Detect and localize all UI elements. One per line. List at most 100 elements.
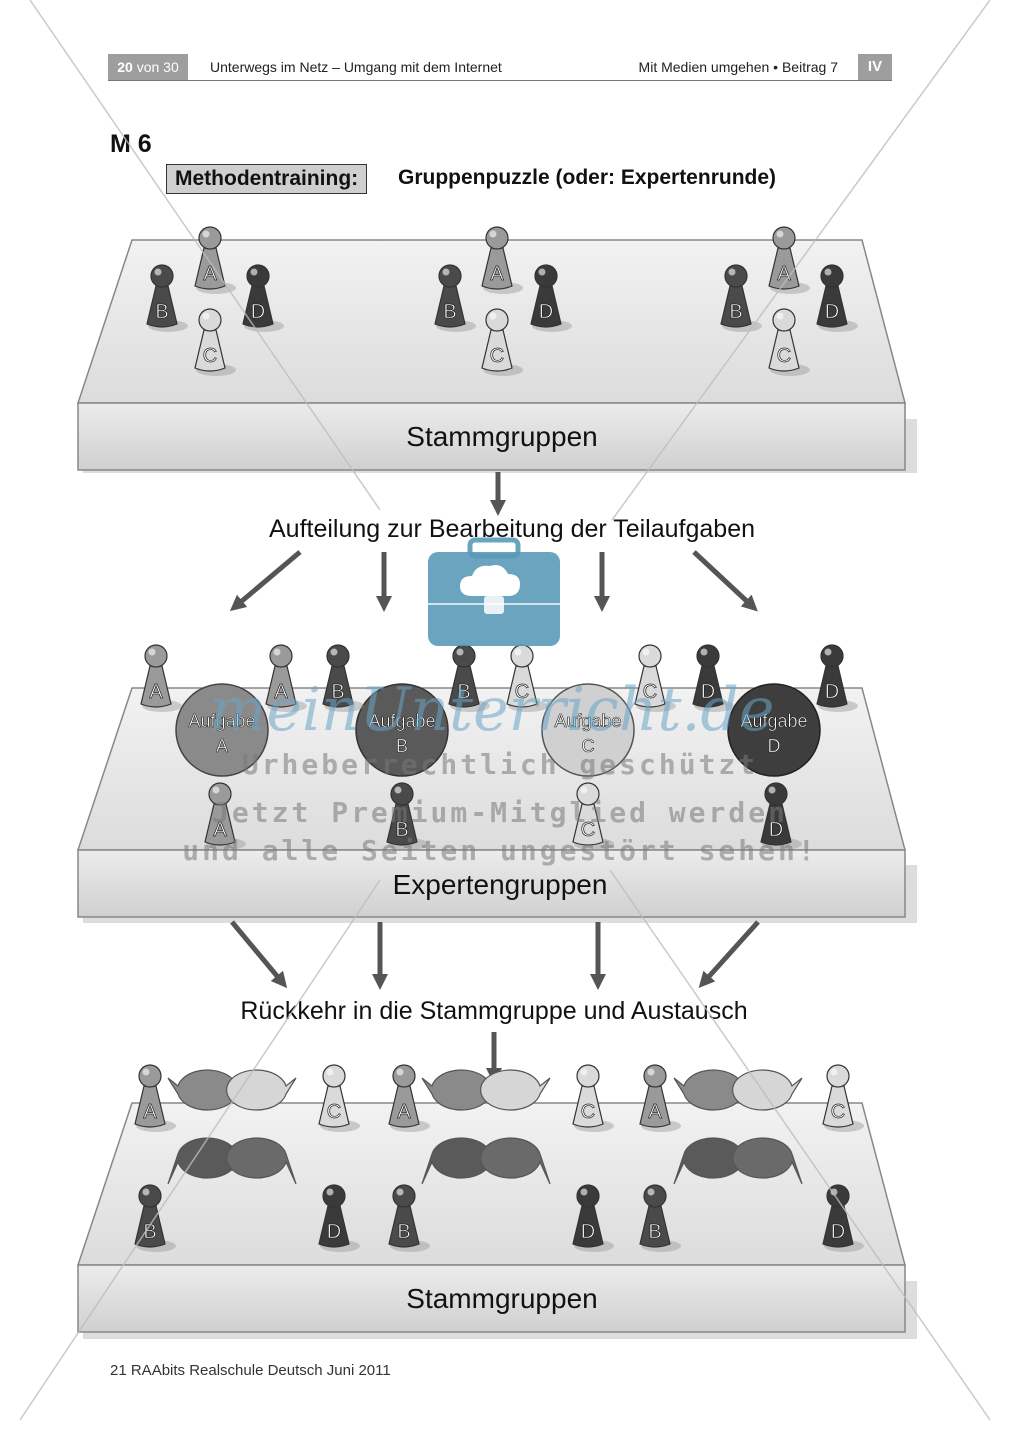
page-footer: 21 RAAbits Realschule Deutsch Juni 2011	[110, 1362, 391, 1379]
pawn-a: A	[204, 782, 246, 850]
pawn-letter: C	[581, 1101, 595, 1123]
pawn-letter: B	[395, 819, 408, 841]
header-series: Mit Medien umgehen • Beitrag 7	[638, 59, 838, 75]
task-d-letter: D	[768, 736, 781, 756]
pawn-a: A	[265, 644, 307, 712]
arrow-return-a	[230, 920, 288, 989]
pawn-letter: D	[769, 819, 783, 841]
step-return-text: Rückkehr in die Stammgruppe und Austausc…	[240, 997, 747, 1025]
bubbles-group-1	[167, 1069, 297, 1185]
task-b-word: Aufgabe	[368, 711, 435, 731]
page-number-box: 20 von 30	[108, 54, 188, 80]
task-a-word: Aufgabe	[188, 711, 255, 731]
task-b-letter: B	[396, 736, 408, 756]
pawn-b: B	[146, 264, 188, 332]
arrows	[229, 472, 760, 1085]
method-title: Gruppenpuzzle (oder: Expertenrunde)	[398, 166, 777, 189]
pawn-b: B	[720, 264, 762, 332]
pawn-d: D	[816, 644, 858, 712]
pawn-letter: D	[825, 301, 839, 323]
pawn-letter: A	[397, 1101, 411, 1123]
pawn-c: C	[481, 308, 523, 376]
pawn-b: B	[434, 264, 476, 332]
pawn-b: B	[386, 782, 428, 850]
pawns: A B D C A B D C A B D C A A B B C C D D A B C D A C A C A C B D B D B D	[134, 226, 864, 1252]
pawn-b: B	[448, 644, 490, 712]
page-header: 20 von 30 Unterwegs im Netz – Umgang mit…	[108, 54, 892, 81]
pawn-letter: B	[155, 301, 168, 323]
pawn-c: C	[572, 1064, 614, 1132]
pawn-letter: A	[490, 263, 504, 285]
task-c-word: Aufgabe	[554, 711, 621, 731]
task-c-letter: C	[582, 736, 595, 756]
pawn-letter: B	[143, 1221, 156, 1243]
bubbles-group-2	[421, 1069, 551, 1185]
pawn-letter: C	[581, 819, 595, 841]
platform-middle-label: Expertengruppen	[393, 869, 608, 900]
pawn-c: C	[318, 1064, 360, 1132]
pawn-letter: B	[443, 301, 456, 323]
pawn-letter: C	[831, 1101, 845, 1123]
pawn-letter: A	[149, 681, 163, 703]
pawn-a: A	[140, 644, 182, 712]
pawn-letter: B	[331, 681, 344, 703]
pawn-letter: A	[203, 263, 217, 285]
pawn-d: D	[572, 1184, 614, 1252]
pawn-letter: A	[213, 819, 227, 841]
task-circles: Aufgabe A Aufgabe B Aufgabe C Aufgabe D	[175, 683, 821, 777]
pawn-letter: D	[251, 301, 265, 323]
pawn-a: A	[481, 226, 523, 294]
bubbles-group-3	[673, 1069, 803, 1185]
task-d-word: Aufgabe	[740, 711, 807, 731]
pawn-letter: C	[643, 681, 657, 703]
pawn-c: C	[506, 644, 548, 712]
pawn-letter: C	[203, 345, 217, 367]
platform-bottom-label: Stammgruppen	[406, 1283, 597, 1314]
arrow-return-d	[698, 920, 760, 988]
pawn-a: A	[388, 1064, 430, 1132]
pawn-a: A	[194, 226, 236, 294]
pawn-d: D	[530, 264, 572, 332]
pawn-letter: A	[648, 1101, 662, 1123]
pawn-d: D	[760, 782, 802, 850]
pawn-letter: D	[581, 1221, 595, 1243]
watermark-site: meinUnterricht.de	[210, 675, 775, 745]
platform-top-label: Stammgruppen	[406, 421, 597, 452]
pawn-letter: C	[515, 681, 529, 703]
pawn-d: D	[318, 1184, 360, 1252]
arrow-split-a	[229, 550, 302, 612]
pawn-d: D	[822, 1184, 864, 1252]
pawn-letter: D	[327, 1221, 341, 1243]
task-d: Aufgabe D	[727, 683, 821, 777]
briefcase-cloud-icon	[428, 537, 560, 646]
pawn-d: D	[816, 264, 858, 332]
pawn-letter: D	[825, 681, 839, 703]
platform-expertengruppen: Expertengruppen	[76, 687, 917, 923]
pawn-c: C	[634, 644, 676, 712]
arrow-split-d	[692, 550, 758, 612]
pawn-b: B	[388, 1184, 430, 1252]
task-a-letter: A	[216, 736, 228, 756]
pawn-a: A	[639, 1064, 681, 1132]
watermark-diagonals	[19, 0, 991, 1421]
pawn-c: C	[822, 1064, 864, 1132]
pawn-a: A	[134, 1064, 176, 1132]
pawn-letter: D	[539, 301, 553, 323]
pawn-letter: C	[490, 345, 504, 367]
pawn-letter: B	[729, 301, 742, 323]
level-badge: IV	[858, 54, 892, 80]
method-label-box: Methodentraining:	[166, 164, 368, 194]
pawn-letter: B	[397, 1221, 410, 1243]
pawn-letter: B	[457, 681, 470, 703]
pawn-d: D	[692, 644, 734, 712]
pawn-letter: A	[777, 263, 791, 285]
page-total: von 30	[136, 59, 179, 75]
speech-bubbles	[167, 1069, 803, 1185]
pawn-d: D	[242, 264, 284, 332]
pawn-letter: D	[701, 681, 715, 703]
header-title: Unterwegs im Netz – Umgang mit dem Inter…	[210, 59, 502, 75]
pawn-b: B	[322, 644, 364, 712]
page-current: 20	[117, 59, 133, 75]
task-b: Aufgabe B	[355, 683, 449, 777]
